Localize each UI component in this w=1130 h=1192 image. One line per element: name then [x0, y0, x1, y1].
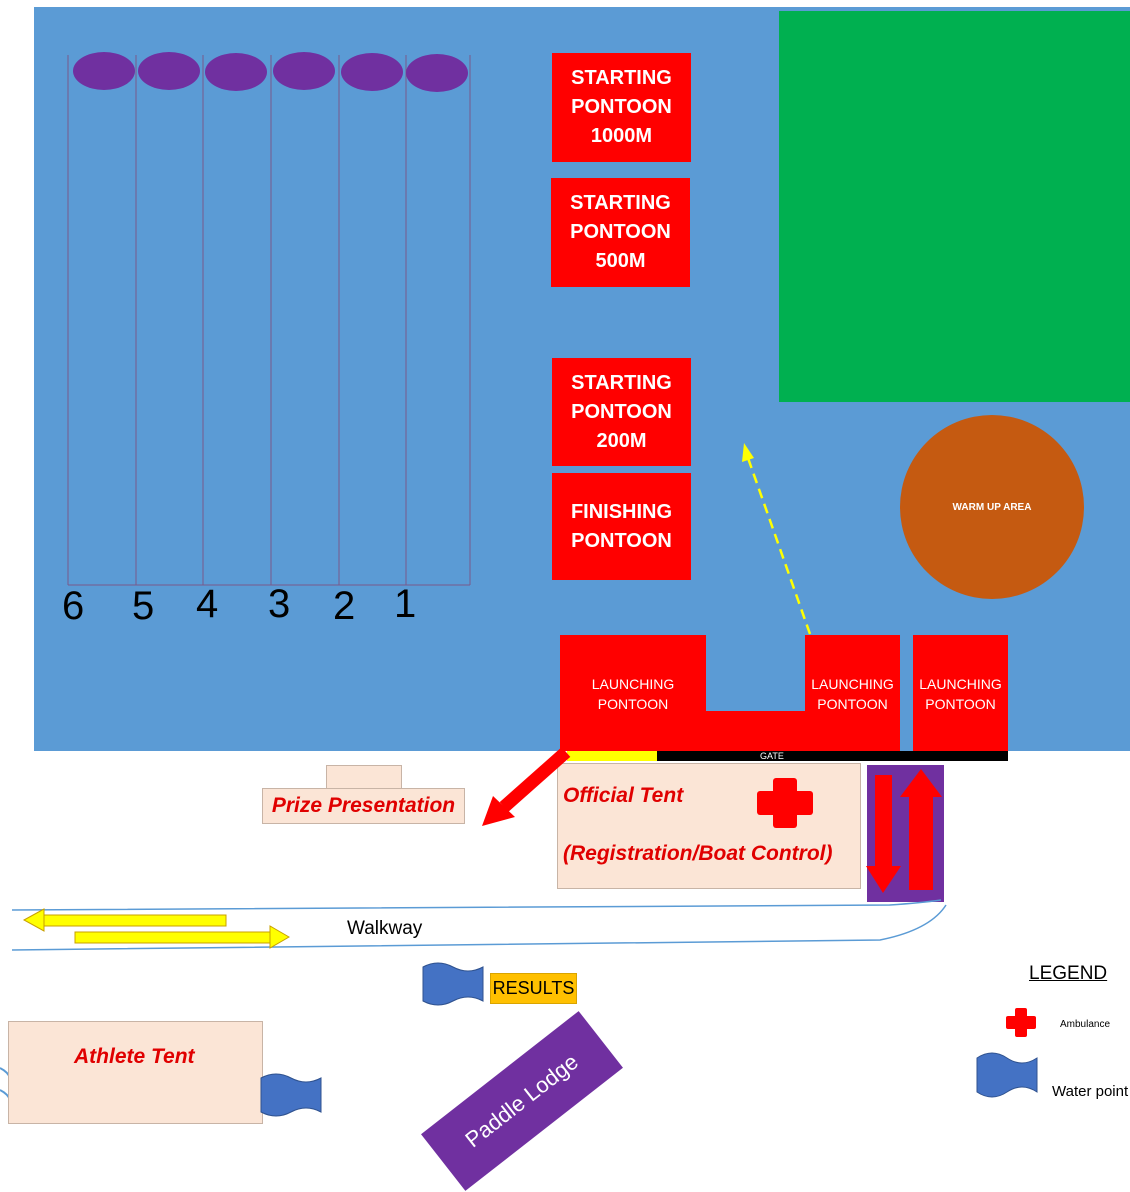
finishing-pontoon-label: FINISHING PONTOON: [570, 500, 673, 552]
legend-ambulance-icon: [1006, 1008, 1036, 1037]
walkway-label: Walkway: [347, 918, 423, 939]
buoy: [273, 52, 335, 90]
official-tent-subtitle: (Registration/Boat Control): [563, 842, 833, 865]
lane-number: 1: [394, 582, 417, 626]
buoy: [138, 52, 200, 90]
access-lane: [867, 765, 944, 902]
results-board: RESULTS: [490, 973, 577, 1004]
launching-pontoon-right-label: LAUNCHING PONTOON: [919, 676, 1002, 712]
lane-lines: [67, 55, 471, 586]
ambulance-icon: [757, 778, 813, 828]
launching-pontoon-left: [560, 635, 706, 751]
prize-presentation-label: Prize Presentation: [271, 794, 456, 817]
starting-pontoon-1000m-label: STARTING PONTOON 1000M: [571, 67, 672, 147]
launching-pontoon-right: [913, 635, 1008, 751]
gate-yellow-section: [567, 751, 657, 761]
dashed-direction-arrow: [742, 443, 812, 635]
launching-pontoon-middle: [805, 635, 900, 751]
legend-water-point-icon: [976, 1052, 1038, 1098]
gate-label: GATE: [760, 751, 784, 761]
launching-pontoon-connector: [700, 711, 810, 751]
prize-podium: [326, 765, 402, 790]
buoy: [205, 53, 267, 91]
legend-title: LEGEND: [1029, 963, 1108, 984]
lane-number: 2: [333, 584, 356, 628]
buoy: [73, 52, 135, 90]
official-tent: [557, 763, 861, 889]
starting-pontoon-200m: STARTING PONTOON 200M: [552, 358, 691, 466]
water-point-icon: [422, 962, 484, 1006]
results-label: RESULTS: [492, 978, 575, 998]
gate-bar: [567, 751, 1008, 761]
buoy: [406, 54, 468, 92]
official-tent-title: Official Tent: [563, 784, 684, 807]
buoys: [73, 52, 468, 92]
lane-number: 5: [132, 584, 155, 628]
starting-pontoon-1000m: STARTING PONTOON 1000M: [552, 53, 691, 162]
legend-ambulance-label: Ambulance: [1060, 1019, 1111, 1030]
finishing-pontoon: FINISHING PONTOON: [552, 473, 691, 580]
athlete-tent-label: Athlete Tent: [74, 1045, 195, 1068]
legend-water-point-label: Water point: [1052, 1083, 1129, 1100]
warm-up-label: WARM UP AREA: [952, 501, 1032, 513]
launching-pontoon-middle-label: LAUNCHING PONTOON: [811, 676, 894, 712]
lane-number: 3: [268, 582, 291, 626]
lane-number: 4: [196, 582, 219, 626]
lane-number: 6: [62, 584, 85, 628]
prize-presentation: Prize Presentation: [262, 788, 465, 824]
starting-pontoon-500m-label: STARTING PONTOON 500M: [570, 192, 671, 272]
starting-pontoon-200m-label: STARTING PONTOON 200M: [571, 371, 672, 452]
athlete-tent: [8, 1021, 263, 1124]
water-point-icon: [260, 1073, 322, 1117]
grass-area: [779, 11, 1130, 402]
starting-pontoon-500m: STARTING PONTOON 500M: [551, 178, 690, 287]
buoy: [341, 53, 403, 91]
warm-up-area: WARM UP AREA: [900, 415, 1084, 599]
launching-pontoon-left-label: LAUNCHING PONTOON: [591, 676, 675, 712]
